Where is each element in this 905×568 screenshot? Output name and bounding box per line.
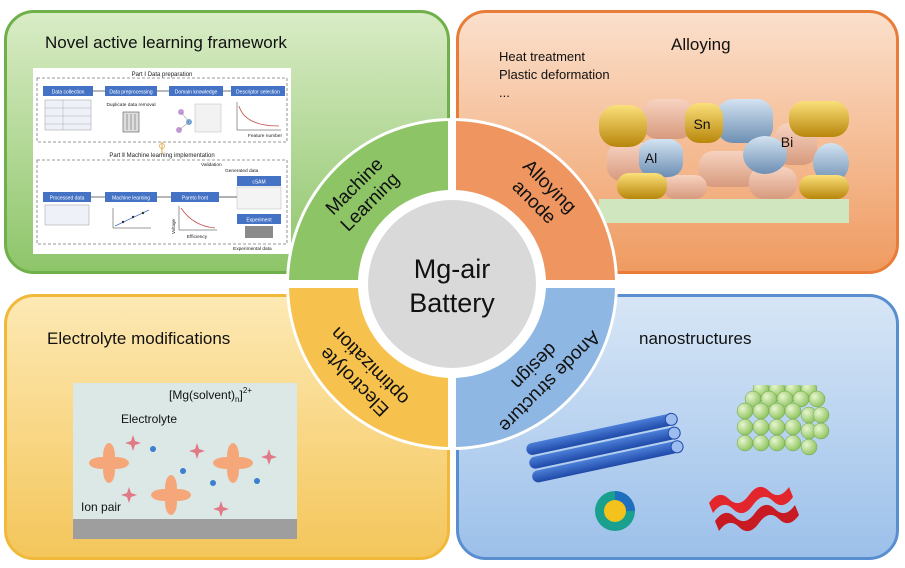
- solvated-mg-complexes: [89, 443, 253, 515]
- ml-box-experiment-label: Experiment: [246, 218, 272, 224]
- ml-note-experimental: Experimental data: [233, 246, 272, 252]
- network-graph-icon: [176, 103, 222, 133]
- ml-part2-label: Part Ⅱ Machine learning implementation: [109, 153, 214, 159]
- panel-electrolyte: Electrolyte modifications [Mg(solvent)n]…: [4, 294, 450, 560]
- ml-processed-table: [44, 204, 90, 226]
- ml-box-data-collection-label: Data collection: [52, 90, 85, 96]
- alloy-method-more: ...: [499, 85, 510, 100]
- pareto-plot-icon: [178, 206, 217, 231]
- center-circle: [368, 200, 536, 368]
- trash-bin-icon: [122, 111, 140, 133]
- core-shell-particle: [595, 491, 635, 531]
- alloy-method-heat: Heat treatment: [499, 49, 585, 64]
- sn-atom-cluster: [599, 101, 849, 199]
- nanowire-bundle: [526, 412, 684, 483]
- helical-nanostructures: [709, 486, 799, 532]
- ring-segment-electrolyte: [289, 288, 448, 447]
- ml-box-domain-knowledge-label: Domain knowledge: [175, 90, 218, 96]
- ring-segment-alloying: [456, 121, 615, 280]
- panel-alloy-title: Alloying: [671, 35, 731, 54]
- ml-box-csam: [237, 176, 281, 186]
- element-label-bi: Bi: [781, 134, 793, 150]
- ml-framework-figure: Part Ⅰ Data preparation Data collection …: [33, 68, 291, 254]
- center-label-line2: Battery: [409, 288, 495, 318]
- ml-box-learning-label: Machine learning: [112, 196, 150, 202]
- element-label-al: Al: [645, 150, 657, 166]
- feature-curve-icon: [236, 102, 281, 131]
- alloy-method-plastic: Plastic deformation: [499, 67, 610, 82]
- ml-note-voltage: Voltage: [171, 218, 176, 234]
- panel-electrolyte-title: Electrolyte modifications: [47, 329, 231, 348]
- ml-box-experiment: [237, 214, 281, 224]
- ml-note-generated: Generated data: [225, 168, 259, 174]
- ring-segment-anode: [456, 288, 615, 447]
- ml-box-learning: [105, 192, 157, 202]
- ml-box-preprocessing: [105, 86, 157, 96]
- ml-box-descriptor: [231, 86, 285, 96]
- regression-plot-icon: [112, 208, 151, 229]
- electrolyte-figure: [Mg(solvent)n]2+ Electrolyte Ion pair: [73, 383, 297, 539]
- ml-box-descriptor-label: Descriptor selection: [236, 90, 280, 96]
- ml-data-table-icon: [44, 99, 92, 131]
- ml-box-pareto-label: Pareto front: [182, 196, 209, 202]
- ring-segment-machine-learning: [289, 121, 448, 280]
- panel-nano-title: nanostructures: [639, 329, 752, 348]
- mg-complex-formula: [Mg(solvent)n]2+: [169, 386, 252, 404]
- electrolyte-label: Electrolyte: [121, 412, 177, 426]
- ml-box-csam-label: cSAM: [252, 180, 265, 186]
- panel-ml-title: Novel active learning framework: [45, 33, 287, 52]
- anion-stars: [121, 435, 277, 517]
- ml-box-pareto: [171, 192, 219, 202]
- mg-ions: [150, 446, 260, 486]
- ion-pair-label: Ion pair: [81, 500, 121, 514]
- ml-part1-label: Part Ⅰ Data preparation: [132, 72, 193, 78]
- ml-csam-plot: [236, 186, 282, 210]
- ml-note-validation: Validation: [201, 162, 222, 168]
- ml-box-processed-label: Processed data: [50, 196, 85, 202]
- ml-note-efficiency: Efficiency: [187, 234, 208, 240]
- ml-box-preprocessing-label: Data preprocessing: [109, 90, 153, 96]
- ml-note-duplicate: Duplicate data removal: [106, 102, 155, 108]
- bi-atom-cluster: [639, 99, 849, 183]
- ml-box-data-collection: [43, 86, 93, 96]
- substrate-layer: [599, 199, 849, 223]
- element-label-sn: Sn: [693, 116, 710, 132]
- nanoparticle-cube: [736, 385, 830, 456]
- center-label-line1: Mg-air: [414, 254, 491, 284]
- ml-note-feature: Feature number: [248, 133, 283, 139]
- ml-experiment-device-icon: [245, 226, 273, 238]
- ml-box-processed: [43, 192, 91, 202]
- alloy-lattice-figure: Sn Al Bi: [599, 99, 849, 223]
- al-atom-cluster: [607, 99, 817, 199]
- ml-box-domain-knowledge: [169, 86, 223, 96]
- electrode-surface: [73, 519, 297, 539]
- nanostructures-figure: [526, 385, 830, 532]
